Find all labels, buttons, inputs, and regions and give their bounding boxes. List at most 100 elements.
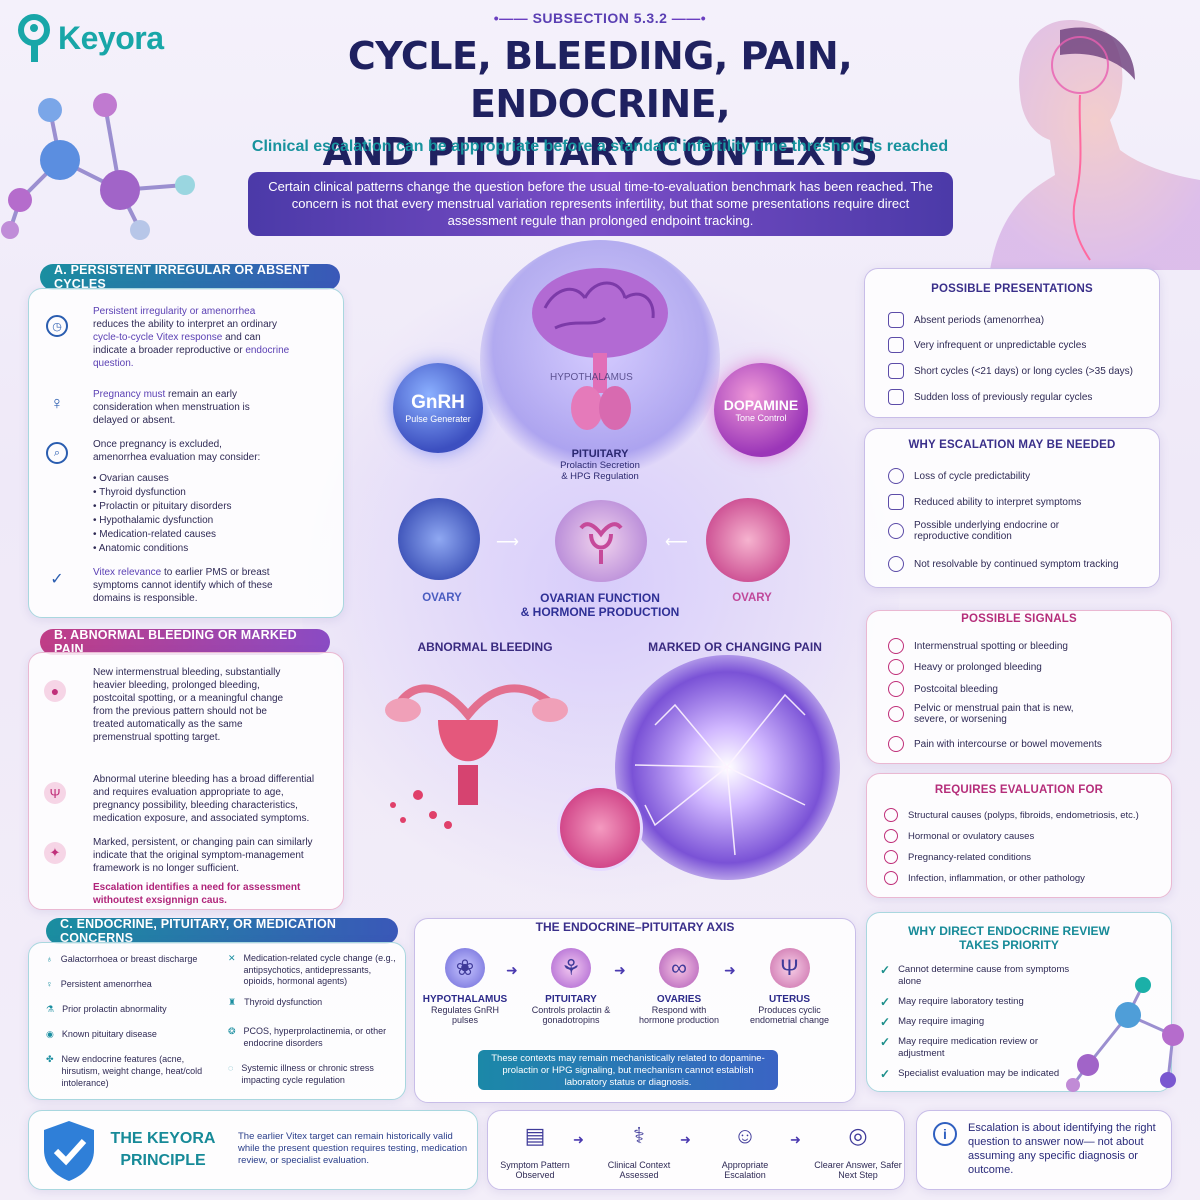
axis-arrow-1: ➜ [506, 962, 518, 978]
concern-item: ✕Medication-related cycle change (e.g., … [228, 953, 396, 986]
arrow-right-to-center: ⟵ [665, 534, 688, 551]
section-b-card [28, 652, 344, 910]
flow-arrow: ➜ [790, 1132, 801, 1147]
dopamine-sublabel: Tone Control [735, 413, 787, 423]
gear-icon [888, 523, 904, 539]
flow-step: ▤ Symptom Pattern Observed [492, 1118, 578, 1180]
review-item: ✓Specialist evaluation may be indicated [880, 1067, 1060, 1081]
flow-arrow: ➜ [680, 1132, 691, 1147]
hormone-icon [884, 829, 898, 843]
section-b-para-1: New intermenstrual bleeding, substantial… [93, 667, 284, 743]
lab-icon: ⚗ [46, 1004, 55, 1014]
drop-icon [888, 681, 904, 697]
evaluation-item: Pregnancy-related conditions [884, 850, 1031, 864]
title-line-2: AND PITUITARY CONTEXTS [322, 130, 878, 174]
tissue-orb [557, 785, 643, 871]
flow-card [487, 1110, 905, 1190]
uterus-icon [884, 808, 898, 822]
check-icon: ✓ [880, 963, 891, 977]
left-ovary-orb [398, 498, 480, 580]
signal-item: Postcoital bleeding [888, 681, 998, 697]
cause-item: Medication-related causes [93, 528, 293, 542]
escalation-item: Not resolvable by continued symptom trac… [888, 556, 1119, 572]
clock-icon: ◷ [46, 315, 68, 337]
pregnancy-icon [884, 850, 898, 864]
review-item: ✓Cannot determine cause from symptoms al… [880, 963, 1070, 987]
section-a-para-1: Persistent irregularity or amenorrhea re… [93, 306, 290, 369]
info-icon: i [933, 1122, 957, 1146]
stethoscope-icon: ⚕ [633, 1123, 645, 1148]
intro-banner: Certain clinical patterns change the que… [248, 172, 953, 236]
woman-illustration [960, 0, 1200, 270]
logo: Keyora [14, 8, 204, 68]
evaluation-title: REQUIRES EVALUATION FOR [934, 784, 1104, 796]
axis-arrow-3: ➜ [724, 962, 736, 978]
right-ovary-orb [706, 498, 790, 582]
breast-icon: ♁ [46, 954, 53, 964]
info-card [916, 1110, 1172, 1190]
pregnant-person-icon: ♀ [50, 392, 64, 413]
calendar-icon [888, 389, 904, 405]
changing-pain-label: MARKED OR CHANGING PAIN [648, 640, 822, 654]
axis-step-pituitary: ⚘ PITUITARY Controls prolactin & gonadot… [526, 948, 616, 1025]
gnrh-label: GnRH [411, 392, 465, 413]
ovary-icon: ❂ [228, 1026, 236, 1036]
pituitary-label: PITUITARY Prolactin Secretion & HPG Regu… [560, 448, 640, 482]
pill-icon: ✕ [228, 953, 236, 963]
thyroid-icon: ♜ [228, 996, 237, 1007]
section-a-card [28, 288, 344, 618]
escalation-card: WHY ESCALATION MAY BE NEEDED [864, 428, 1160, 588]
concern-item: ◉Known pituitary disease [46, 1029, 157, 1039]
cause-item: Thyroid dysfunction [93, 486, 293, 500]
section-b-para-2: Abnormal uterine bleeding has a broad di… [93, 774, 315, 824]
section-a-para-4: Vitex relevance to earlier PMS or breast… [93, 567, 273, 604]
signal-item: Intermenstrual spotting or bleeding [888, 638, 1068, 654]
concern-item: ◌Systemic illness or chronic stress impa… [228, 1063, 374, 1085]
signals-card: POSSIBLE SIGNALS [866, 610, 1172, 764]
brain-icon [532, 268, 668, 430]
bleeding-uterus-illustration [385, 684, 568, 829]
calendar-icon [888, 337, 904, 353]
section-c-right-list: ✕Medication-related cycle change (e.g., … [228, 953, 400, 1086]
stress-icon: ◌ [228, 1063, 234, 1073]
presentation-item: Very infrequent or unpredictable cycles [888, 337, 1086, 353]
principle-text: The earlier Vitex target can remain hist… [238, 1131, 468, 1166]
principle-card [28, 1110, 478, 1190]
pain-icon [888, 706, 904, 722]
evaluation-item: Structural causes (polyps, fibroids, end… [884, 808, 1139, 822]
check-icon: ✓ [880, 1015, 891, 1029]
section-c-left-list: ♁Galactorrhoea or breast discharge ♀Pers… [46, 953, 226, 1089]
flow-arrow: ➜ [573, 1132, 584, 1147]
section-b-label: B. ABNORMAL BLEEDING OR MARKED PAIN [40, 628, 330, 656]
presentation-item: Absent periods (amenorrhea) [888, 312, 1044, 328]
microscope-icon [884, 871, 898, 885]
ovaries-icon: ∞ [659, 948, 699, 988]
page-subtitle: Clinical escalation can be appropriate b… [251, 138, 949, 155]
presentations-title: POSSIBLE PRESENTATIONS [931, 283, 1093, 295]
uterus-icon: Ψ [769, 948, 810, 988]
info-text: Escalation is about identifying the righ… [968, 1122, 1156, 1176]
axis-arrow-2: ➜ [614, 962, 626, 978]
person-icon: ♀ [46, 979, 53, 989]
amenorrhea-causes-list: Ovarian causes Thyroid dysfunction Prola… [93, 472, 293, 556]
section-a-para-3: Once pregnancy is excluded, amenorrhea e… [93, 439, 261, 463]
cause-item: Hypothalamic dysfunction [93, 514, 293, 528]
cycle-icon [888, 468, 904, 484]
signals-title: POSSIBLE SIGNALS [961, 613, 1077, 625]
uterus-icon: Ψ [44, 782, 66, 804]
flow-step: ⚕ Clinical Context Assessed [596, 1118, 682, 1180]
axis-step-uterus: Ψ UTERUS Produces cyclic endometrial cha… [742, 948, 837, 1025]
review-item: ✓May require imaging [880, 1015, 985, 1029]
flow-step: ☺ Appropriate Escalation [702, 1118, 788, 1180]
gnrh-sublabel: Pulse Generater [405, 414, 471, 424]
escalation-item: Possible underlying endocrine or reprodu… [888, 520, 1084, 542]
dopamine-orb: DOPAMINE Tone Control [714, 363, 808, 457]
subsection-label: •—— SUBSECTION 5.3.2 ——• [493, 10, 707, 26]
arrow-left-to-center: ⟶ [496, 534, 519, 551]
concern-item: ✤New endocrine features (acne, hirsutism… [46, 1054, 203, 1088]
section-c-label: C. ENDOCRINE, PITUITARY, OR MEDICATION C… [46, 917, 398, 945]
section-a-para-2: Pregnancy must remain an early considera… [93, 389, 250, 426]
brand-name: Keyora [58, 19, 164, 56]
